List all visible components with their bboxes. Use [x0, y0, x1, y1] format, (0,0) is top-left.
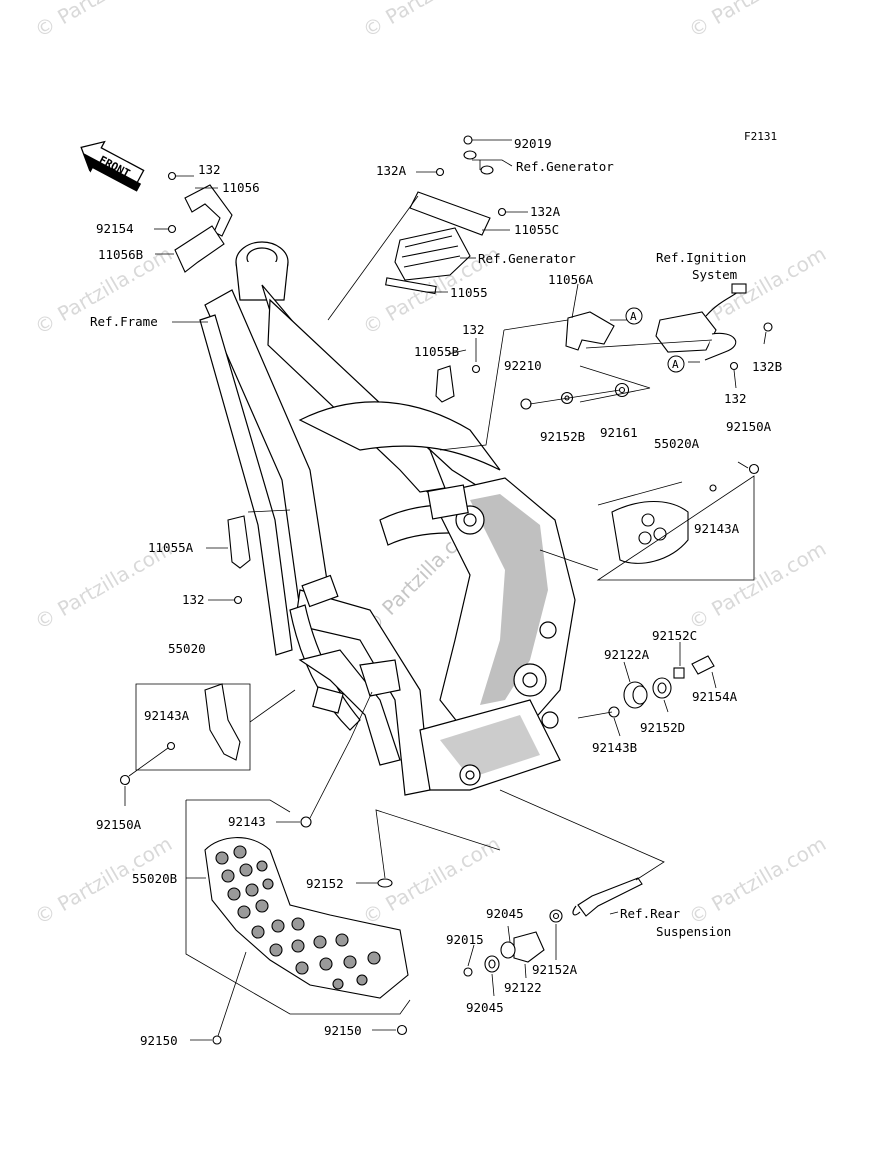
- watermark-1: © Partzilla: [31, 0, 134, 42]
- label-92161: 92161: [600, 425, 638, 440]
- label-92210: 92210: [504, 358, 542, 373]
- label-92122A: 92122A: [604, 647, 650, 662]
- callout-marker-a-label-1: A: [630, 310, 637, 323]
- label-suspension: Suspension: [656, 924, 731, 939]
- label-92143A-left: 92143A: [144, 708, 190, 723]
- label-132A-2: 132A: [530, 204, 561, 219]
- label-132A-1: 132A: [376, 163, 407, 178]
- label-11055C: 11055C: [514, 222, 559, 237]
- callout-marker-a-1: A: [625, 307, 643, 325]
- label-132-mid: 132: [462, 322, 485, 337]
- collar-92152C: [673, 667, 685, 679]
- label-11055B: 11055B: [414, 344, 459, 359]
- label-11055A: 11055A: [148, 540, 194, 555]
- label-92152A: 92152A: [532, 962, 578, 977]
- nut-92210: [520, 398, 532, 410]
- label-92045-bottom: 92045: [466, 1000, 504, 1015]
- label-ref-generator-2: Ref.Generator: [478, 251, 576, 266]
- label-ignition-system: System: [692, 267, 737, 282]
- watermark-2: © Partzilla: [359, 0, 462, 42]
- bolt-92154A: [691, 655, 715, 675]
- bracket-11056B: [174, 225, 225, 273]
- front-arrow-icon: FRONT: [80, 140, 145, 192]
- label-92143B: 92143B: [592, 740, 637, 755]
- label-92152C: 92152C: [652, 628, 697, 643]
- label-92152B: 92152B: [540, 429, 585, 444]
- label-92154: 92154: [96, 221, 134, 236]
- parts-layer: [119, 135, 773, 1045]
- label-92152: 92152: [306, 876, 344, 891]
- part-labels: F2131 92019 132 11056 132A Ref.Generator…: [90, 130, 782, 1048]
- pivot-shaft: [577, 877, 643, 917]
- label-92143A-right: 92143A: [694, 521, 740, 536]
- ignition-coil: [655, 311, 717, 353]
- label-ref-generator-1: Ref.Generator: [516, 159, 614, 174]
- skid-plate-holes: [215, 845, 381, 990]
- motorcycle-frame: [199, 241, 576, 796]
- label-92154A: 92154A: [692, 689, 738, 704]
- label-132-left: 132: [182, 592, 205, 607]
- leader-lines: [124, 139, 767, 1041]
- bearing-92122: [513, 931, 545, 963]
- watermark-11: © Partzilla.com: [685, 831, 831, 929]
- label-55020: 55020: [168, 641, 206, 656]
- label-11056B: 11056B: [98, 247, 143, 262]
- bracket-11055: [385, 277, 437, 295]
- figure-code: F2131: [744, 130, 777, 143]
- label-92150-bottom: 92150: [324, 1023, 362, 1038]
- label-11056: 11056: [222, 180, 260, 195]
- label-92019: 92019: [514, 136, 552, 151]
- label-92150A-top: 92150A: [726, 419, 772, 434]
- label-132B: 132B: [752, 359, 782, 374]
- guard-55020A: [611, 500, 689, 564]
- callout-marker-a-2: A: [667, 355, 685, 373]
- label-11055: 11055: [450, 285, 488, 300]
- bracket-11055C: [409, 191, 491, 236]
- watermark-3: © Partzilla: [685, 0, 788, 42]
- label-92143: 92143: [228, 814, 266, 829]
- label-132-top: 132: [198, 162, 221, 177]
- watermark-8: © Partzilla.com: [685, 536, 831, 634]
- label-55020B: 55020B: [132, 871, 177, 886]
- label-92152D: 92152D: [640, 720, 685, 735]
- label-92150A-left: 92150A: [96, 817, 142, 832]
- label-92150-left: 92150: [140, 1033, 178, 1048]
- label-ref-frame: Ref.Frame: [90, 314, 158, 329]
- label-92015: 92015: [446, 932, 484, 947]
- bracket-11055B: [435, 365, 455, 403]
- guard-55020: [204, 683, 241, 761]
- label-ref-ignition: Ref.Ignition: [656, 250, 746, 265]
- bracket-11056A: [565, 311, 615, 351]
- skid-plate-55020B: [204, 837, 409, 999]
- label-92045-top: 92045: [486, 906, 524, 921]
- callout-marker-a-label-2: A: [672, 358, 679, 371]
- label-55020A: 55020A: [654, 436, 700, 451]
- label-92122: 92122: [504, 980, 542, 995]
- label-132-right: 132: [724, 391, 747, 406]
- label-ref-rear: Ref.Rear: [620, 906, 681, 921]
- regulator: [394, 227, 471, 281]
- bracket-11055A: [227, 515, 251, 569]
- label-11056A: 11056A: [548, 272, 594, 287]
